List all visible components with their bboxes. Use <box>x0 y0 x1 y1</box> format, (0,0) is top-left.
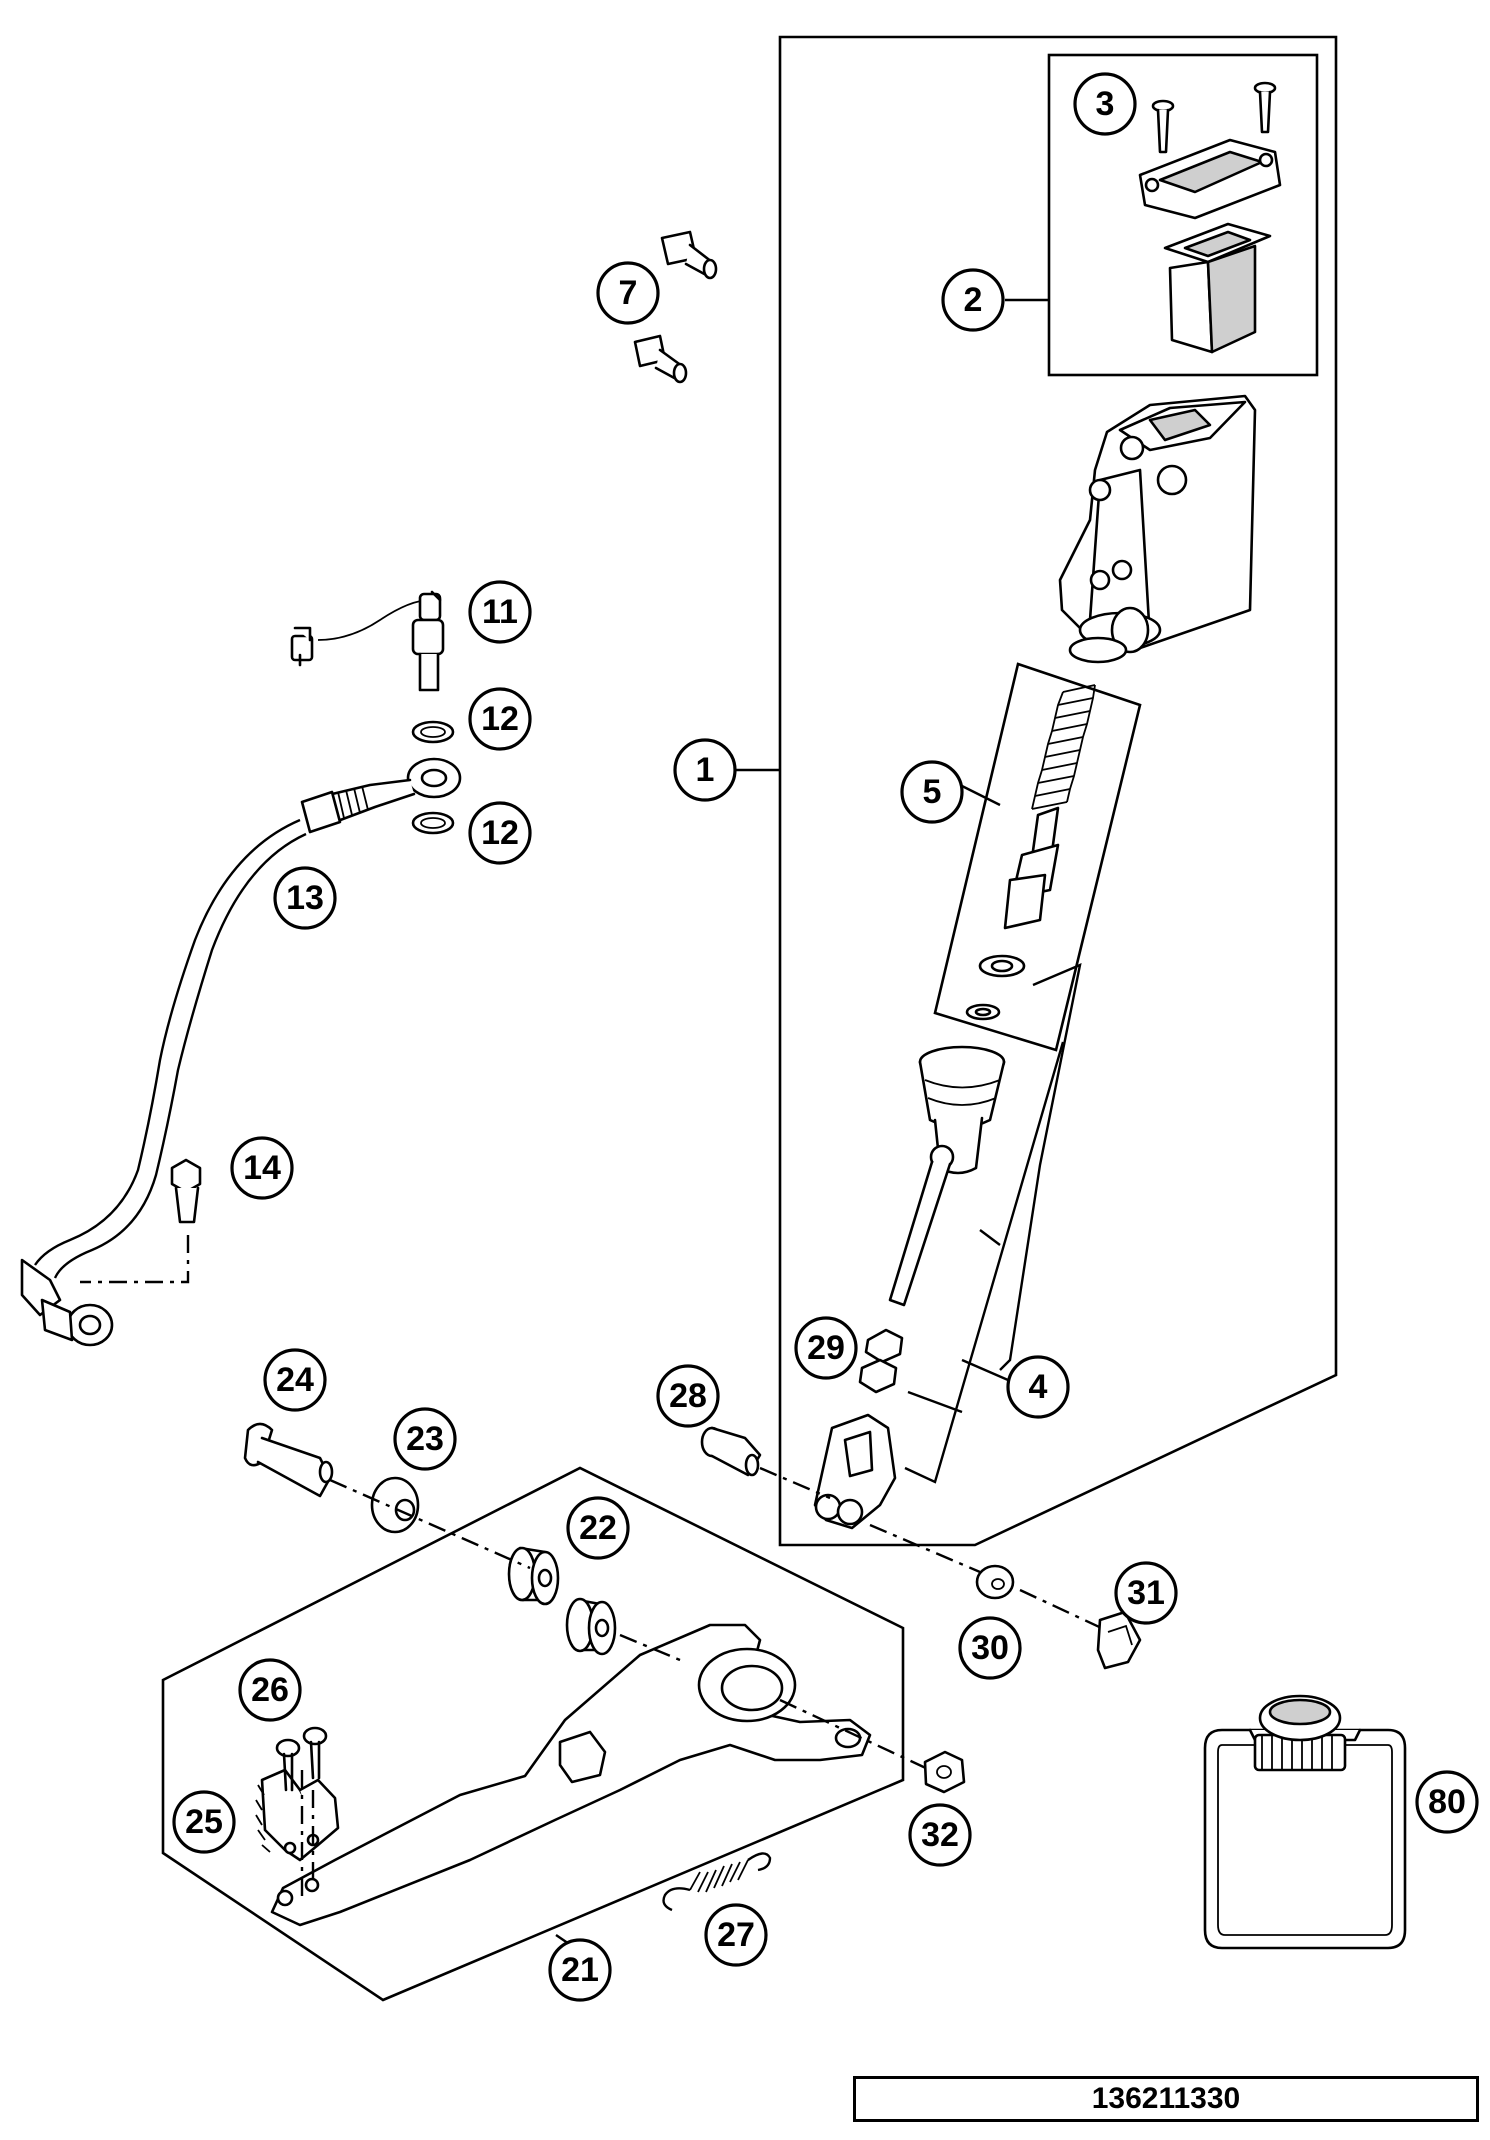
clevis <box>813 1413 897 1530</box>
clevis-pin <box>700 1426 762 1477</box>
master-cylinder-group-box <box>778 35 1338 1547</box>
brake-fluid-bottle <box>1203 1694 1407 1950</box>
pedal-step <box>255 1768 340 1862</box>
banjo-axis-line <box>80 1235 190 1284</box>
reservoir-cap-group-box <box>1047 53 1319 377</box>
lock-nuts <box>858 1328 904 1394</box>
svg-text:23: 23 <box>406 1420 444 1458</box>
reference-number: 136211330 <box>853 2076 1479 2122</box>
svg-text:2: 2 <box>964 281 983 319</box>
svg-text:22: 22 <box>579 1509 617 1547</box>
callout-12-upper: 12 <box>468 687 532 751</box>
svg-text:27: 27 <box>717 1916 755 1954</box>
pedal-bushings <box>507 1546 617 1656</box>
callout-2: 2 <box>941 268 1005 332</box>
pedal-washer <box>370 1476 420 1534</box>
clevis-washer <box>975 1564 1015 1600</box>
svg-text:14: 14 <box>243 1149 281 1187</box>
svg-text:3: 3 <box>1096 85 1115 123</box>
svg-text:12: 12 <box>481 814 519 852</box>
callout-11: 11 <box>468 580 532 644</box>
spring-and-piston <box>965 684 1096 1021</box>
callout-31: 31 <box>1114 1561 1178 1625</box>
brake-pedal-group-box <box>161 1466 905 2002</box>
callout-5: 5 <box>900 760 964 824</box>
callout-3: 3 <box>1073 72 1137 136</box>
svg-text:24: 24 <box>276 1361 314 1399</box>
copper-seals <box>411 720 455 835</box>
reservoir-cover-screws <box>1151 81 1277 154</box>
callout-80: 80 <box>1415 1770 1479 1834</box>
svg-text:29: 29 <box>807 1329 845 1367</box>
svg-text:26: 26 <box>251 1671 289 1709</box>
svg-text:12: 12 <box>481 700 519 738</box>
svg-text:80: 80 <box>1428 1783 1466 1821</box>
step-screws <box>275 1726 328 1792</box>
svg-text:7: 7 <box>619 274 638 312</box>
banjo-bolt <box>170 1158 202 1224</box>
reservoir-cover <box>1138 138 1282 220</box>
callout-24: 24 <box>263 1348 327 1412</box>
master-cylinder-body <box>1058 394 1257 664</box>
callout-29: 29 <box>794 1316 858 1380</box>
svg-text:5: 5 <box>923 773 942 811</box>
svg-text:1: 1 <box>696 751 715 789</box>
svg-text:21: 21 <box>561 1951 599 1989</box>
callout-7: 7 <box>596 261 660 325</box>
step-axis-line <box>300 1770 315 1900</box>
piston-kit-group-box <box>933 662 1142 1052</box>
svg-text:32: 32 <box>921 1816 959 1854</box>
callout-22: 22 <box>566 1496 630 1560</box>
push-rod <box>888 1144 955 1307</box>
callout-14: 14 <box>230 1136 294 1200</box>
pedal-axis-line <box>329 1478 931 1772</box>
clevis-axis-line <box>759 1466 1111 1634</box>
callout-21: 21 <box>548 1938 612 2002</box>
mounting-bolts <box>633 230 718 384</box>
svg-text:11: 11 <box>482 593 518 631</box>
reservoir-diaphragm <box>1163 222 1272 354</box>
svg-text:28: 28 <box>669 1377 707 1415</box>
callout-27: 27 <box>704 1903 768 1967</box>
callout-25: 25 <box>172 1790 236 1854</box>
callout-30: 30 <box>958 1616 1022 1680</box>
callout-26: 26 <box>238 1658 302 1722</box>
svg-text:13: 13 <box>286 879 324 917</box>
pedal-pin <box>243 1422 334 1498</box>
leader-lines <box>555 298 1082 1951</box>
brake-pedal <box>270 1623 872 1927</box>
brake-light-switch <box>290 590 445 692</box>
svg-text:25: 25 <box>185 1803 223 1841</box>
pedal-nut <box>923 1750 966 1794</box>
brake-hose <box>20 757 462 1347</box>
callout-23: 23 <box>393 1407 457 1471</box>
callout-4: 4 <box>1006 1355 1070 1419</box>
svg-text:4: 4 <box>1029 1368 1048 1406</box>
svg-text:31: 31 <box>1127 1574 1165 1612</box>
callout-32: 32 <box>908 1803 972 1867</box>
callout-1: 1 <box>673 738 737 802</box>
dust-boot <box>918 1045 1006 1175</box>
callout-12-lower: 12 <box>468 801 532 865</box>
svg-text:30: 30 <box>971 1629 1009 1667</box>
return-spring <box>662 1852 772 1912</box>
callout-28: 28 <box>656 1364 720 1428</box>
callout-13: 13 <box>273 866 337 930</box>
